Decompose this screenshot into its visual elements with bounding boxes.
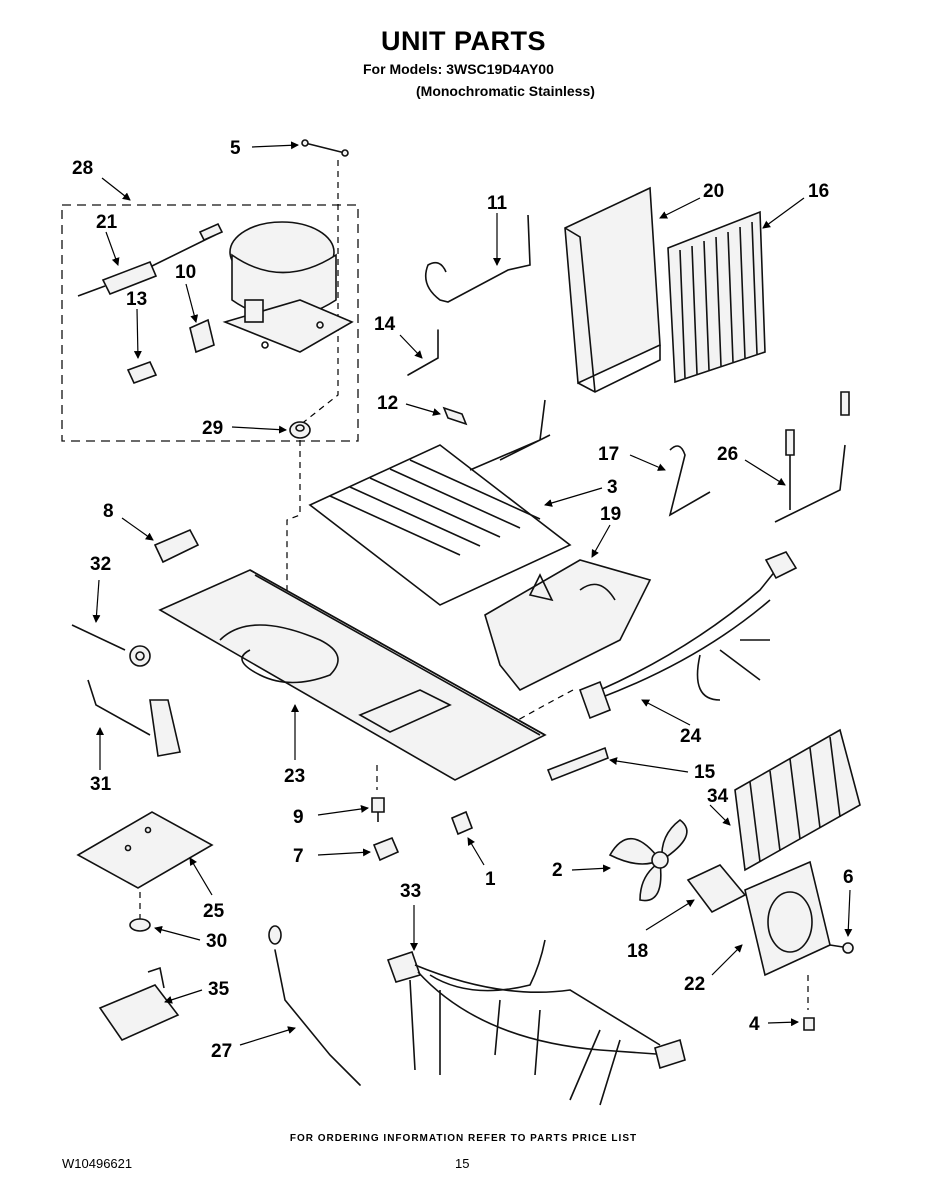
- part-11-tube: [424, 214, 531, 303]
- callout-26: 26: [717, 444, 738, 465]
- document-number: W10496621: [62, 1156, 133, 1171]
- callout-15: 15: [694, 762, 716, 783]
- callout-35: 35: [208, 979, 230, 1000]
- part-34-condenser: [734, 728, 861, 872]
- callout-10: 10: [175, 262, 196, 283]
- part-35-control-box: [98, 966, 180, 1042]
- page-title: UNIT PARTS: [381, 26, 546, 56]
- callout-25: 25: [203, 901, 225, 922]
- callout-28: 28: [72, 158, 93, 179]
- part-15-strip: [546, 746, 609, 782]
- part-20-evaporator-cover: [564, 186, 661, 393]
- callout-17: 17: [598, 444, 619, 465]
- part-13-clip: [126, 360, 158, 385]
- part-29-grommet: [289, 421, 311, 439]
- part-8-tube: [153, 528, 200, 564]
- compressor-group-box: [61, 204, 359, 442]
- compressor: [222, 221, 354, 353]
- callout-29: 29: [202, 418, 223, 439]
- callout-31: 31: [90, 774, 112, 795]
- callout-5: 5: [230, 138, 241, 159]
- part-4-screw: [803, 1017, 815, 1031]
- callout-8: 8: [103, 501, 114, 522]
- part-24-wiring-harness: [578, 551, 798, 720]
- part-7-plug: [372, 836, 400, 862]
- callout-33: 33: [400, 881, 421, 902]
- part-14-tube: [407, 329, 439, 376]
- part-18-fan-motor: [686, 864, 747, 914]
- part-21-drier: [77, 222, 224, 297]
- part-23-base-tray: [158, 569, 547, 781]
- part-27-tube: [268, 925, 361, 1086]
- model-number: For Models: 3WSC19D4AY00: [363, 61, 554, 77]
- part-10-relay: [189, 318, 215, 354]
- part-2-fan-blade: [608, 818, 688, 902]
- callout-2: 2: [552, 860, 563, 881]
- callout-18: 18: [627, 941, 648, 962]
- part-3-heater: [308, 399, 572, 606]
- part-1-grommet: [450, 810, 474, 836]
- part-5-bracket: [301, 139, 349, 157]
- part-16-evaporator: [667, 210, 766, 384]
- callout-6: 6: [843, 867, 854, 888]
- callout-23: 23: [284, 766, 305, 787]
- part-12-clip: [442, 406, 468, 426]
- part-32-sensor: [71, 624, 151, 667]
- callout-19: 19: [600, 504, 621, 525]
- callout-34: 34: [707, 786, 729, 807]
- callout-20: 20: [703, 181, 724, 202]
- callout-32: 32: [90, 554, 111, 575]
- page-number: 15: [455, 1156, 470, 1171]
- callout-30: 30: [206, 931, 227, 952]
- callout-9: 9: [293, 807, 304, 828]
- callout-1: 1: [485, 869, 496, 890]
- part-33-wiring-harness: [386, 939, 686, 1106]
- part-30-clip: [129, 918, 151, 932]
- callout-3: 3: [607, 477, 618, 498]
- callout-14: 14: [374, 314, 396, 335]
- part-19-drain-pan: [484, 559, 652, 692]
- callout-11: 11: [487, 193, 508, 214]
- callout-22: 22: [684, 974, 705, 995]
- part-26-capillary: [774, 391, 850, 523]
- part-6-screw: [829, 942, 854, 954]
- callout-24: 24: [680, 726, 702, 747]
- callout-27: 27: [211, 1041, 232, 1062]
- callout-21: 21: [96, 212, 118, 233]
- part-17-clip: [668, 445, 711, 517]
- callout-4: 4: [749, 1014, 760, 1035]
- model-variant: (Monochromatic Stainless): [416, 83, 595, 99]
- callout-16: 16: [808, 181, 829, 202]
- callout-7: 7: [293, 846, 304, 867]
- ordering-note: FOR ORDERING INFORMATION REFER TO PARTS …: [289, 1133, 638, 1144]
- part-25-panel: [76, 811, 214, 889]
- callout-13: 13: [126, 289, 147, 310]
- part-9-screw: [371, 797, 385, 822]
- part-31-thermostat: [87, 679, 181, 757]
- callout-12: 12: [377, 393, 398, 414]
- part-22-shroud: [744, 860, 831, 977]
